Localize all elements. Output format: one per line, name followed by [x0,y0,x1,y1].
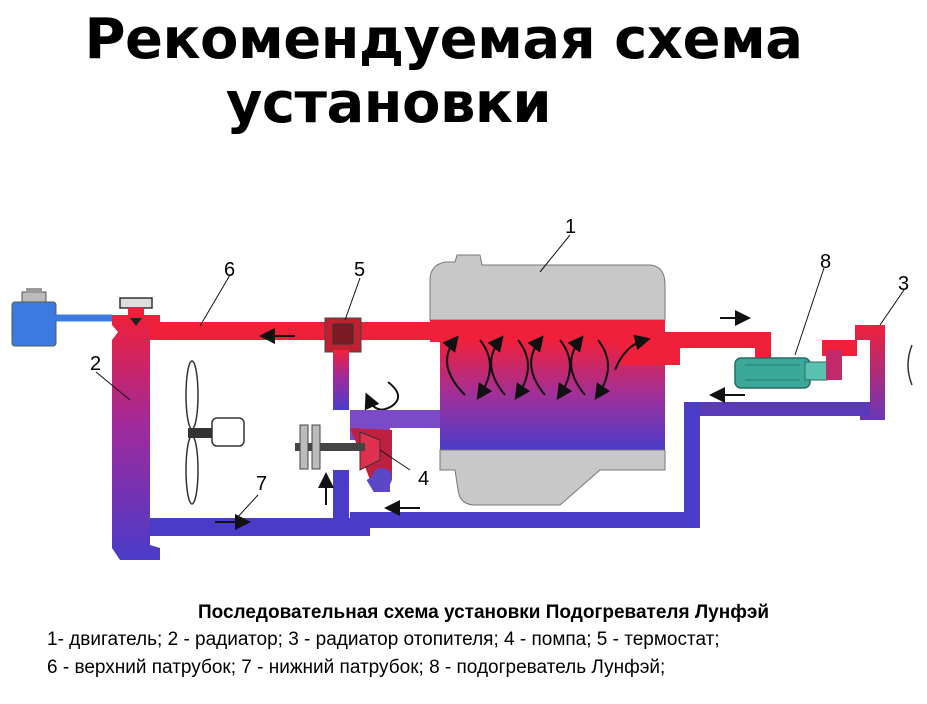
diagram-title: Рекомендуемая схема установки [0,8,927,136]
label-heater: 8 [820,251,831,273]
expansion-tank [11,288,112,347]
engine-flow-arrows [442,334,651,400]
fan [185,360,245,505]
caption-legend-line-1: 1- двигатель; 2 - радиатор; 3 - радиатор… [47,629,720,650]
thermostat [324,317,362,410]
label-pump: 4 [418,468,429,490]
label-upper-hose: 6 [224,259,235,281]
label-radiator: 2 [90,353,101,375]
radiator [112,297,160,560]
diagram-caption: Последовательная схема установки Подогре… [0,600,927,682]
bypass-flow-arrow [364,381,399,411]
lower-hose [150,470,370,536]
label-heater-radiator: 3 [898,273,909,295]
caption-heading: Последовательная схема установки Подогре… [197,602,770,623]
cooling-system-diagram: 1 2 3 4 5 6 7 8 [11,216,913,560]
label-thermostat: 5 [354,259,365,281]
title-line-1: Рекомендуемая схема [84,7,803,72]
heater-radiator [350,325,913,528]
heater [734,357,828,389]
caption-legend-line-2: 6 - верхний патрубок; 7 - нижний патрубо… [47,657,666,678]
title-line-2: установки [225,71,552,136]
pump [295,410,440,492]
upper-hose [150,322,440,340]
label-engine: 1 [565,216,576,238]
engine [429,254,680,506]
label-lower-hose: 7 [256,473,267,495]
flow-arrows [215,310,751,530]
leader-lines [95,234,905,521]
